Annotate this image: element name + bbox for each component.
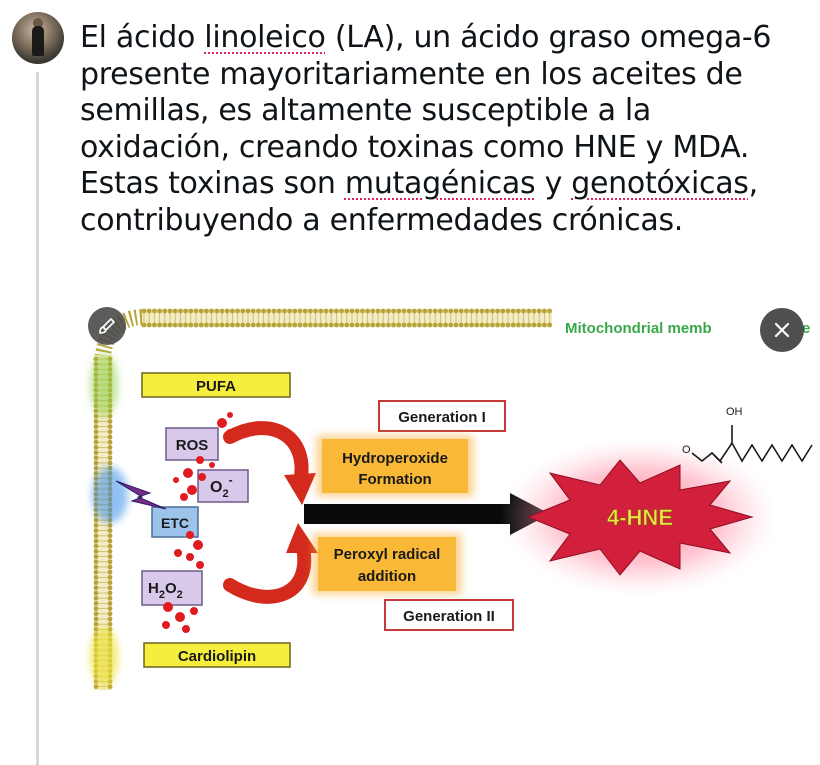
hydroperoxide-label-2: Formation — [358, 471, 431, 488]
tweet-text-segment: (LA), un ácido graso omega-6 presente ma… — [80, 20, 772, 201]
hydroperoxide-box — [322, 439, 468, 493]
tweet-text: El ácido linoleico (LA), un ácido graso … — [80, 20, 805, 239]
brush-icon — [99, 318, 115, 334]
generation-2-box — [384, 599, 514, 631]
tweet-image[interactable]: Mitochondrial memb e PUFA Cardiolipin RO… — [80, 295, 820, 700]
curved-arrow-bottom — [223, 523, 318, 604]
membrane-label: Mitochondrial memb — [565, 320, 712, 337]
cardiolipin-box — [143, 642, 291, 668]
misspelled-word: genotóxicas — [571, 166, 749, 201]
edit-image-button[interactable] — [88, 307, 126, 345]
avatar-head — [33, 18, 43, 28]
tweet-text-segment: , contribuyendo a enfermedades crónicas. — [80, 166, 758, 238]
peroxyl-box — [318, 537, 456, 591]
o-label: O — [682, 444, 691, 456]
cardiolipin-highlight — [90, 627, 118, 687]
lightning-icon — [115, 480, 167, 510]
cardiolipin-label: Cardiolipin — [178, 648, 256, 665]
membrane-label-tail: e — [802, 320, 810, 337]
hne-structure — [691, 425, 813, 464]
tweet-text-segment: y — [535, 166, 572, 201]
curved-arrow-top — [223, 421, 316, 505]
pufa-highlight — [90, 353, 118, 417]
ros-label: ROS — [176, 437, 209, 454]
oh-label: OH — [726, 406, 743, 418]
misspelled-word: mutagénicas — [344, 166, 536, 201]
generation-1-label: Generation I — [398, 409, 486, 426]
thread-line — [36, 72, 39, 765]
generation-1-box — [378, 400, 506, 432]
membrane-horizontal — [140, 308, 552, 328]
superoxide-box — [197, 469, 249, 503]
h2o2-box — [141, 570, 203, 606]
generation-2-label: Generation II — [403, 608, 495, 625]
pufa-box — [141, 372, 291, 398]
remove-image-button[interactable] — [760, 308, 804, 352]
h2o2-label: H2O2 — [148, 580, 183, 601]
tweet-text-segment: El ácido — [80, 20, 205, 55]
hne-star — [526, 459, 754, 576]
hydroperoxide-label-1: Hydroperoxide — [342, 450, 448, 467]
hne-label: 4-HNE — [607, 505, 673, 530]
close-icon — [774, 322, 790, 338]
avatar[interactable] — [12, 12, 64, 64]
ros-box — [165, 427, 219, 461]
peroxyl-label-2: addition — [358, 568, 416, 585]
avatar-figure — [32, 26, 44, 56]
peroxyl-label-1: Peroxyl radical — [334, 546, 441, 563]
misspelled-word: linoleico — [204, 20, 326, 55]
etc-highlight — [92, 467, 128, 523]
pufa-label: PUFA — [196, 378, 236, 395]
etc-label: ETC — [161, 515, 189, 531]
superoxide-label: O2- — [210, 473, 233, 500]
mitochondria-diagram: Mitochondrial memb e PUFA Cardiolipin RO… — [90, 308, 813, 690]
